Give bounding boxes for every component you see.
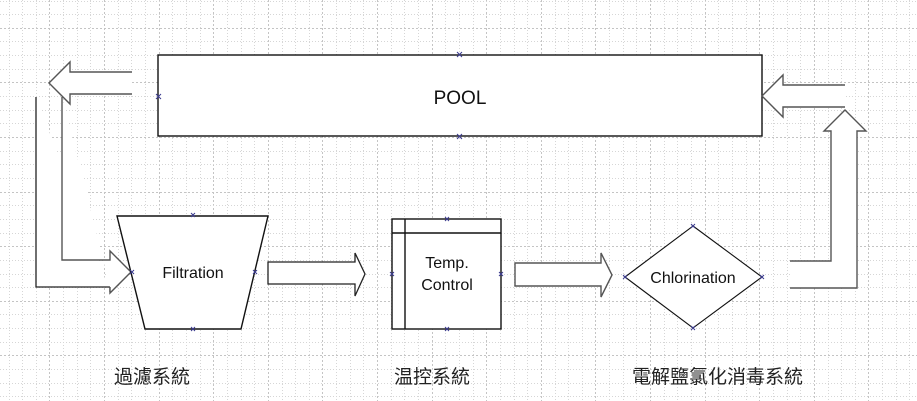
arrow-pool-to-filtration[interactable] xyxy=(35,60,132,295)
arrow-temp-to-chlorination[interactable] xyxy=(514,252,613,298)
pool-label: POOL xyxy=(434,88,487,109)
temp-control-node[interactable]: Temp. Control xyxy=(389,216,504,332)
connection-handles xyxy=(155,51,463,140)
filtration-label: Filtration xyxy=(162,265,223,282)
caption-filtration-system: 過濾系統 xyxy=(114,366,190,388)
connection-handles xyxy=(622,223,765,331)
temp-control-label-line1: Temp. xyxy=(425,255,469,272)
pool-node[interactable]: POOL xyxy=(155,51,763,140)
chlorination-node[interactable]: Chlorination xyxy=(622,223,765,331)
caption-temperature-system: 温控系統 xyxy=(394,366,470,388)
caption-chlorination-system: 電解鹽氯化消毒系統 xyxy=(632,366,803,388)
chlorination-label: Chlorination xyxy=(650,270,735,287)
arrow-chlorination-to-pool[interactable] xyxy=(761,73,868,289)
connection-handles xyxy=(129,212,258,332)
filtration-node[interactable]: Filtration xyxy=(116,212,269,332)
arrow-filtration-to-temp[interactable] xyxy=(267,252,366,297)
temp-control-label-line2: Control xyxy=(421,277,473,294)
connection-handles xyxy=(389,216,504,332)
